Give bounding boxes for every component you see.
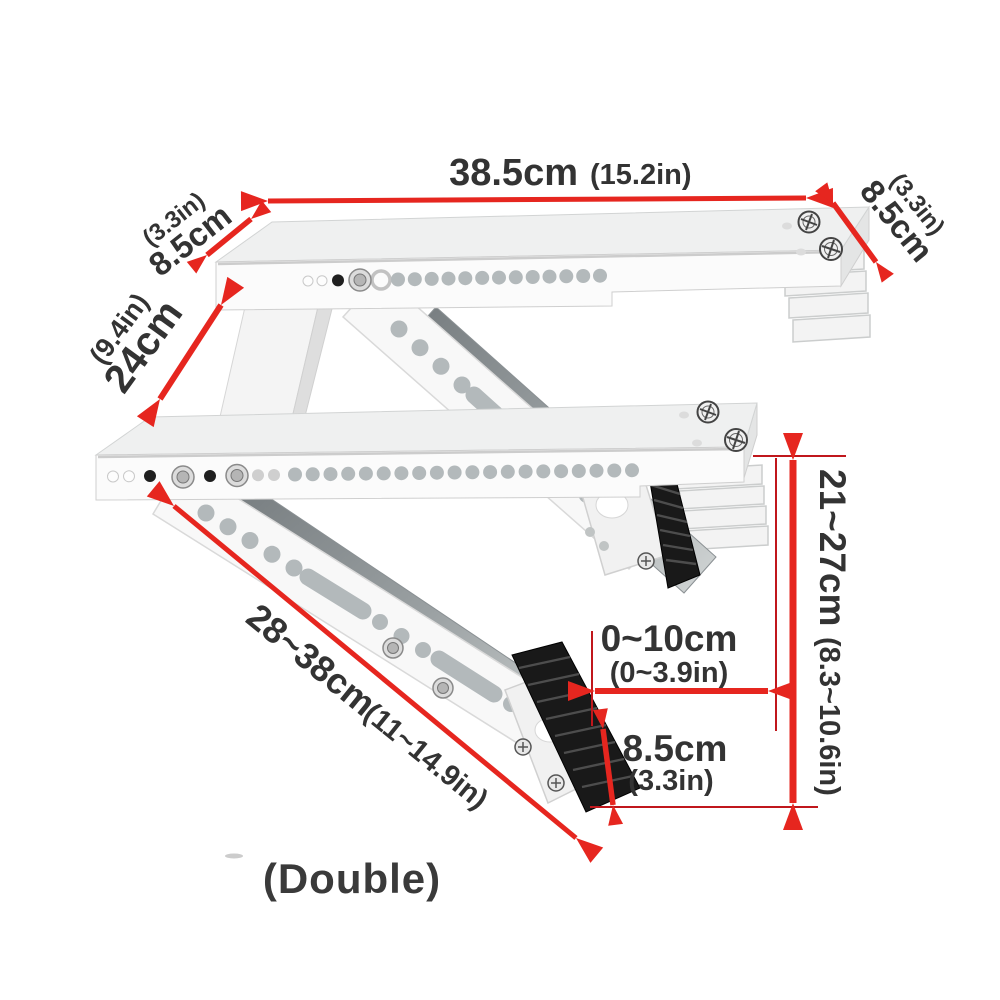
arrow-top-left-depth [186,200,272,274]
foot-height-inches: (3.3in) [628,765,713,797]
rail-screw [797,210,821,234]
right-height-inches: (8.3~10.6in) [813,637,845,796]
pivot-bolt [225,463,249,488]
arrow-top-right-depth [815,182,894,283]
dimension-right-height: 21~27cm (8.3~10.6in) [812,469,853,796]
lower-rail [94,400,758,501]
arrow-top-width [240,187,834,212]
arm-bolt [382,637,404,659]
foot-screw [547,774,565,792]
upper-rail [214,205,870,311]
caption-double: (Double) [263,855,441,902]
top-width-inches: (15.2in) [590,159,692,191]
lower-support-arm [151,462,641,813]
arrow-left-height [136,276,245,428]
arrow-arm-length [146,481,604,863]
foot-screw [637,552,655,570]
foot-screw [514,738,532,756]
pivot-bolt [171,465,195,489]
dimension-top-width: 38.5cm (15.2in) [449,152,691,194]
foot-slide-value: 0~10cm [601,618,738,659]
rail-screw [819,237,843,261]
rail-screw [724,428,748,452]
rail-screw [696,400,720,424]
right-height-value: 21~27cm [812,469,853,626]
pivot-bolt [348,268,372,292]
arm-bolt [432,677,454,699]
upper-foot-pad [647,469,701,589]
dimension-foot-height: 8.5cm (3.3in) [623,728,728,797]
dimension-foot-slide: 0~10cm (0~3.9in) [601,618,738,689]
foot-height-value: 8.5cm [623,728,728,769]
ground-shadow [225,853,243,859]
foot-slide-inches: (0~3.9in) [610,657,728,689]
arrow-foot-height [592,708,624,826]
top-width-value: 38.5cm [449,152,578,194]
